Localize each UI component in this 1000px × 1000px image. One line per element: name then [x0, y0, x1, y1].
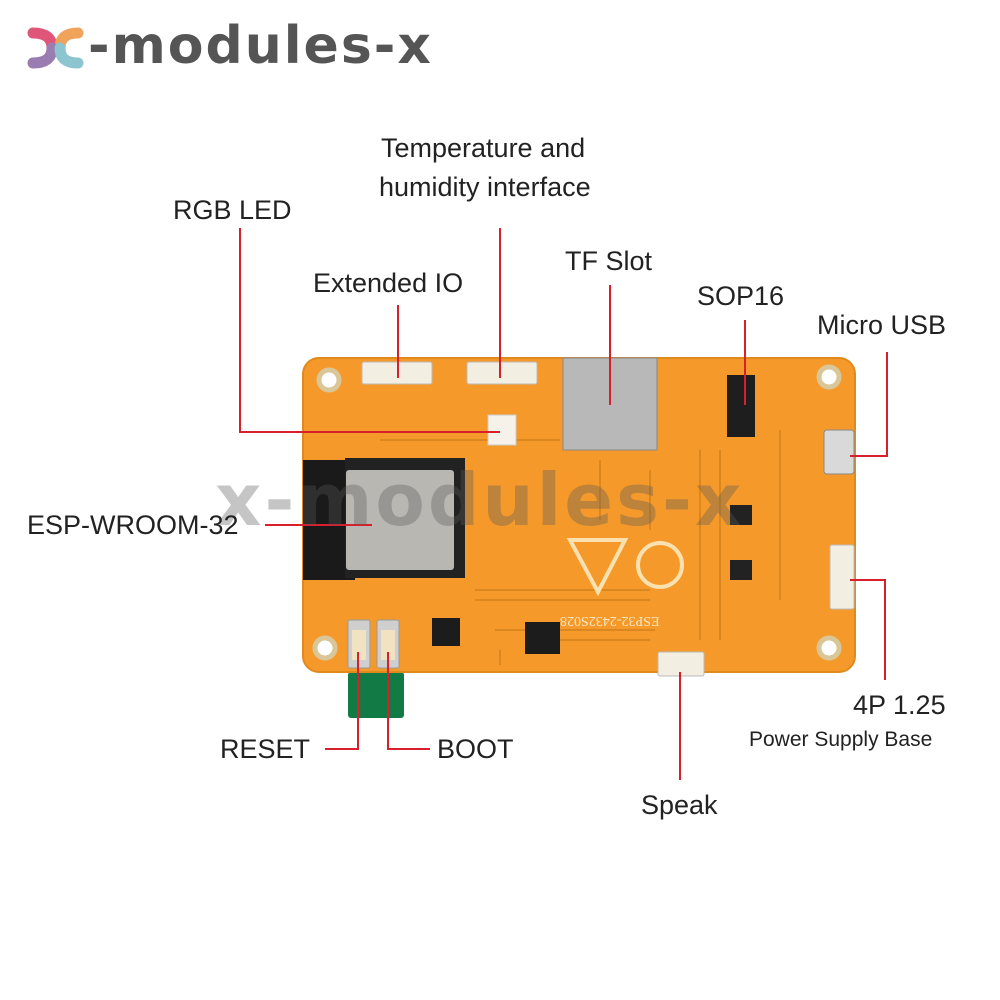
temperature-connector [466, 361, 538, 385]
label-extended-io: Extended IO [313, 268, 464, 298]
label-speak: Speak [641, 790, 718, 820]
label-reset: RESET [220, 734, 311, 764]
label-power-supply-base: Power Supply Base [749, 728, 933, 751]
label-temperature-line2: humidity interface [379, 172, 591, 202]
board-silkscreen: ESP32-2432S028 [560, 613, 660, 628]
label-rgb-led: RGB LED [173, 195, 292, 225]
watermark: x-modules-x [215, 458, 745, 542]
label-boot: BOOT [437, 734, 514, 764]
label-temperature-line1: Temperature and [381, 133, 586, 163]
pcb-board [302, 357, 856, 718]
power-connector [829, 544, 855, 610]
display-ribbon [348, 672, 404, 718]
sop16-chip [727, 375, 755, 437]
brand-wordmark: -modules-x [88, 16, 433, 76]
label-sop16: SOP16 [697, 281, 785, 311]
rgb-led [487, 414, 517, 446]
micro-usb-port [823, 429, 855, 475]
label-tf-slot: TF Slot [565, 246, 653, 276]
label-micro-usb: Micro USB [817, 310, 947, 340]
label-esp-wroom-32: ESP-WROOM-32 [27, 510, 239, 540]
logo-icon [27, 27, 84, 69]
label-4p-connector: 4P 1.25 [853, 690, 946, 720]
callout-lines [239, 228, 888, 780]
esp-wroom-32-module [346, 470, 454, 570]
